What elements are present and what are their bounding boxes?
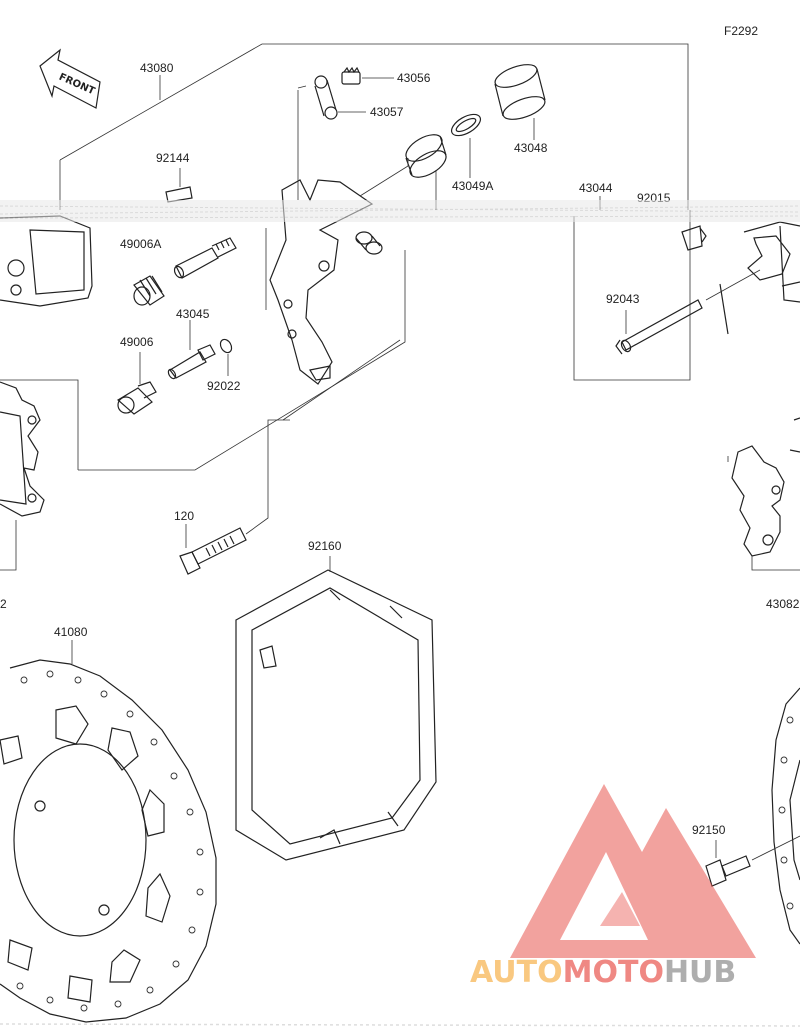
label-43045: 43045 bbox=[176, 307, 210, 321]
dust-seal bbox=[405, 134, 447, 210]
caliper-body-left bbox=[0, 215, 93, 307]
scan-noise-bottom bbox=[0, 1023, 800, 1027]
label-92022: 92022 bbox=[207, 379, 241, 393]
figure-code: F2292 bbox=[724, 24, 758, 38]
label-92150: 92150 bbox=[692, 823, 726, 837]
label-120: 120 bbox=[174, 509, 194, 523]
label-43049A: 43049A bbox=[452, 179, 493, 193]
label-43048: 43048 bbox=[514, 141, 548, 155]
label-43057: 43057 bbox=[370, 105, 404, 119]
bleed-valve bbox=[341, 66, 394, 85]
label-92043: 92043 bbox=[606, 292, 640, 306]
boot-49006 bbox=[116, 352, 157, 415]
front-label: FRONT bbox=[57, 72, 97, 98]
o-ring-92022 bbox=[219, 338, 233, 376]
brake-disc-right bbox=[771, 687, 800, 945]
watermark-logo: AUTOMOTOHUB bbox=[470, 784, 756, 990]
caliper-body-right bbox=[719, 221, 800, 335]
slide-pin-43045 bbox=[167, 320, 216, 380]
pad-clip-right bbox=[681, 225, 707, 251]
label-49006: 49006 bbox=[120, 335, 154, 349]
watermark-text-auto: AUTOMOTOHUB bbox=[470, 955, 736, 990]
mounting-bolt-120 bbox=[179, 419, 290, 575]
piston-seal bbox=[450, 113, 482, 178]
brake-pad-left bbox=[0, 379, 79, 571]
label-43082-right: 43082 bbox=[766, 597, 800, 611]
caliper-assembly-frame-right bbox=[573, 196, 691, 381]
caliper-bracket bbox=[269, 179, 374, 385]
bracket-bushing bbox=[355, 231, 383, 255]
label-43082-left: 2 bbox=[0, 597, 7, 611]
brake-disc-left bbox=[0, 640, 217, 1023]
slide-pin-upper bbox=[173, 237, 237, 279]
label-92144: 92144 bbox=[156, 151, 190, 165]
pad-spring-clip bbox=[165, 168, 193, 203]
pad-pin-92043 bbox=[615, 269, 761, 355]
label-41080: 41080 bbox=[54, 625, 88, 639]
caliper-piston bbox=[494, 64, 546, 140]
brake-pad-right bbox=[727, 417, 800, 571]
label-43080: 43080 bbox=[140, 61, 174, 75]
label-43044: 43044 bbox=[579, 181, 613, 195]
caliper-link bbox=[314, 75, 366, 120]
rotor-ring-92160 bbox=[235, 556, 437, 861]
label-49006A: 49006A bbox=[120, 237, 161, 251]
caliper-assembly-frame bbox=[59, 43, 689, 471]
disc-bolt-92150 bbox=[705, 835, 800, 887]
boot-49006A bbox=[133, 275, 165, 306]
scan-noise-band bbox=[0, 200, 800, 222]
label-92160: 92160 bbox=[308, 539, 342, 553]
label-43056: 43056 bbox=[397, 71, 431, 85]
front-arrow-icon: FRONT bbox=[39, 48, 101, 109]
